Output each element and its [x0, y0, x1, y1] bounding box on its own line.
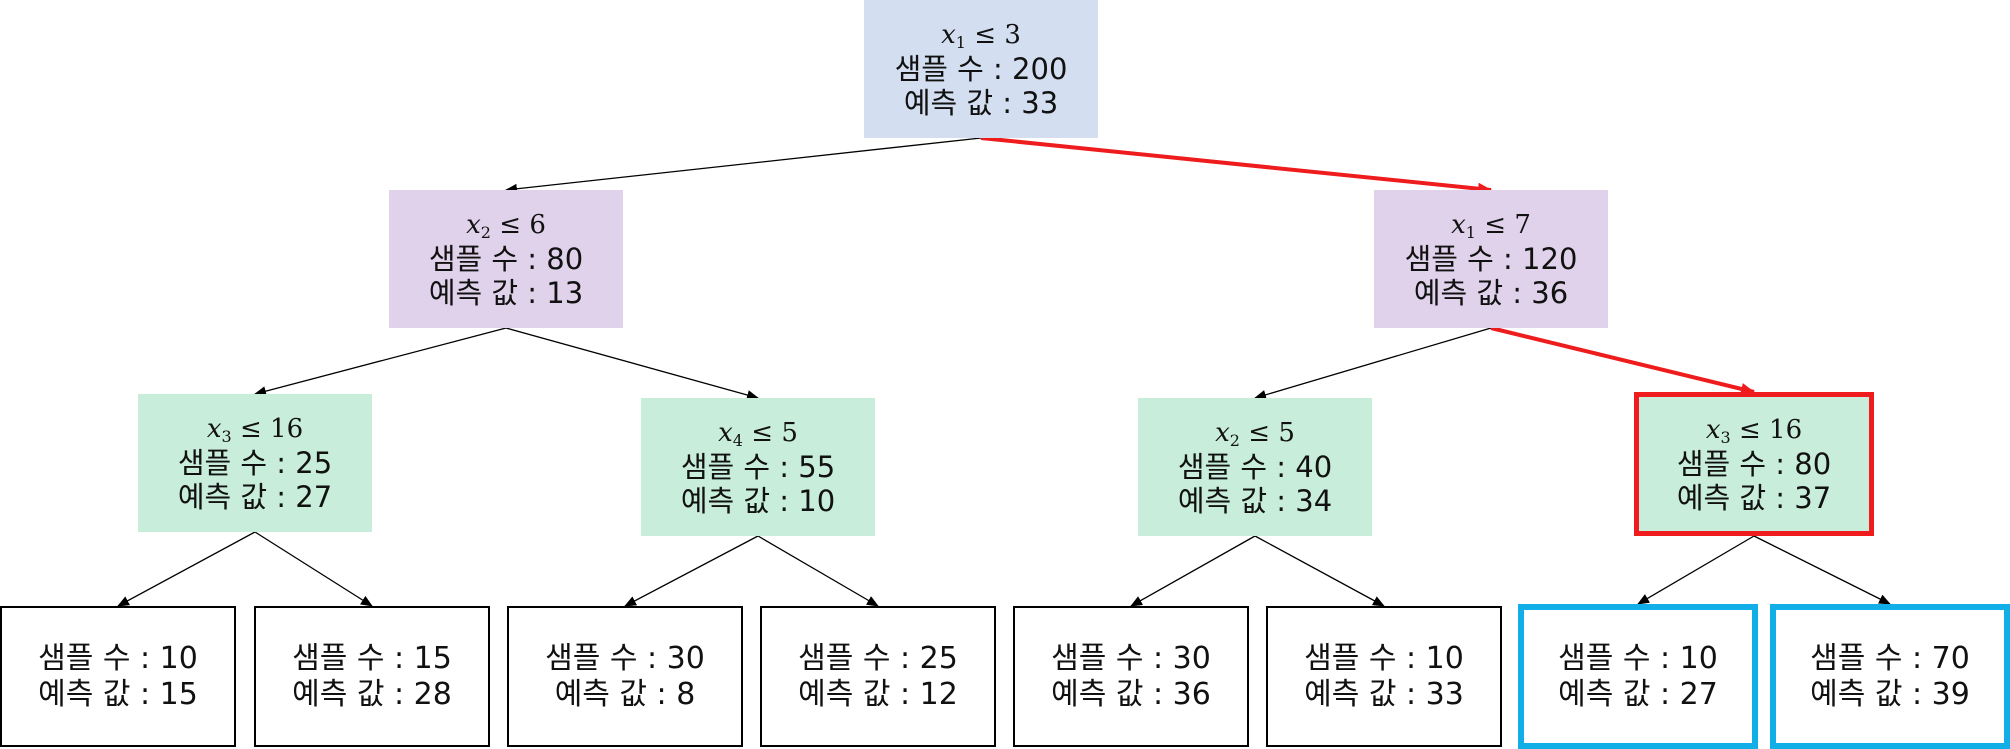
- sample-count: 샘플 수 : 10: [1558, 640, 1718, 676]
- prediction-value: 예측 값 : 15: [38, 676, 198, 712]
- split-condition: x1 ≤ 3: [941, 20, 1021, 52]
- sample-count: 샘플 수 : 15: [292, 640, 452, 676]
- split-condition: x3 ≤ 16: [1705, 415, 1803, 447]
- sample-count: 샘플 수 : 10: [1304, 640, 1464, 676]
- sample-count: 샘플 수 : 200: [894, 52, 1068, 86]
- prediction-value: 예측 값 : 28: [292, 676, 452, 712]
- tree-edge: [505, 137, 982, 194]
- sample-count: 샘플 수 : 80: [1676, 447, 1832, 481]
- split-condition: x2 ≤ 5: [1215, 418, 1295, 450]
- tree-edge: [117, 531, 256, 607]
- tree-node-right-left: x2 ≤ 5 샘플 수 : 40 예측 값 : 34: [1138, 398, 1372, 536]
- tree-edge: [505, 327, 759, 400]
- tree-edge: [1254, 327, 1492, 400]
- tree-edge: [1753, 535, 1891, 605]
- prediction-value: 예측 값 : 39: [1810, 676, 1970, 712]
- sample-count: 샘플 수 : 55: [680, 450, 836, 484]
- sample-count: 샘플 수 : 70: [1810, 640, 1970, 676]
- tree-edge: [1637, 535, 1755, 605]
- prediction-value: 예측 값 : 8: [554, 676, 696, 712]
- sample-count: 샘플 수 : 120: [1404, 242, 1578, 276]
- split-condition: x3 ≤ 16: [206, 414, 304, 446]
- leaf-node-highlighted: 샘플 수 : 70 예측 값 : 39: [1770, 604, 2010, 749]
- leaf-node: 샘플 수 : 10 예측 값 : 33: [1266, 606, 1502, 747]
- prediction-value: 예측 값 : 27: [1558, 676, 1718, 712]
- prediction-value: 예측 값 : 37: [1676, 481, 1832, 515]
- tree-edge: [254, 327, 507, 397]
- sample-count: 샘플 수 : 25: [177, 446, 333, 480]
- tree-node-left: x2 ≤ 6 샘플 수 : 80 예측 값 : 13: [389, 190, 623, 328]
- sample-count: 샘플 수 : 25: [798, 640, 958, 676]
- decision-path-edge: [980, 136, 1492, 195]
- leaf-node: 샘플 수 : 25 예측 값 : 12: [760, 606, 996, 747]
- leaf-node: 샘플 수 : 15 예측 값 : 28: [254, 606, 490, 747]
- prediction-value: 예측 값 : 36: [1413, 276, 1569, 310]
- tree-node-right: x1 ≤ 7 샘플 수 : 120 예측 값 : 36: [1374, 190, 1608, 328]
- tree-edge: [624, 535, 759, 607]
- prediction-value: 예측 값 : 36: [1051, 676, 1211, 712]
- prediction-value: 예측 값 : 10: [680, 484, 836, 518]
- prediction-value: 예측 값 : 34: [1177, 484, 1333, 518]
- tree-node-root: x1 ≤ 3 샘플 수 : 200 예측 값 : 33: [864, 0, 1098, 138]
- prediction-value: 예측 값 : 12: [798, 676, 958, 712]
- split-condition: x4 ≤ 5: [718, 418, 798, 450]
- sample-count: 샘플 수 : 30: [545, 640, 705, 676]
- sample-count: 샘플 수 : 80: [428, 242, 584, 276]
- tree-edge: [254, 531, 373, 607]
- tree-node-right-right-on-path: x3 ≤ 16 샘플 수 : 80 예측 값 : 37: [1634, 392, 1874, 536]
- prediction-value: 예측 값 : 33: [903, 86, 1059, 120]
- leaf-node: 샘플 수 : 30 예측 값 : 8: [507, 606, 743, 747]
- leaf-node-highlighted: 샘플 수 : 10 예측 값 : 27: [1518, 604, 1758, 749]
- sample-count: 샘플 수 : 40: [1177, 450, 1333, 484]
- prediction-value: 예측 값 : 27: [177, 480, 333, 514]
- tree-edge: [1130, 535, 1256, 607]
- tree-edge: [1254, 535, 1385, 607]
- split-condition: x2 ≤ 6: [466, 210, 546, 242]
- split-condition: x1 ≤ 7: [1451, 210, 1531, 242]
- leaf-node: 샘플 수 : 30 예측 값 : 36: [1013, 606, 1249, 747]
- sample-count: 샘플 수 : 10: [38, 640, 198, 676]
- leaf-node: 샘플 수 : 10 예측 값 : 15: [0, 606, 236, 747]
- tree-node-left-right: x4 ≤ 5 샘플 수 : 55 예측 값 : 10: [641, 398, 875, 536]
- tree-node-left-left: x3 ≤ 16 샘플 수 : 25 예측 값 : 27: [138, 394, 372, 532]
- prediction-value: 예측 값 : 13: [428, 276, 584, 310]
- sample-count: 샘플 수 : 30: [1051, 640, 1211, 676]
- prediction-value: 예측 값 : 33: [1304, 676, 1464, 712]
- decision-path-edge: [1490, 326, 1755, 395]
- tree-edge: [757, 535, 879, 607]
